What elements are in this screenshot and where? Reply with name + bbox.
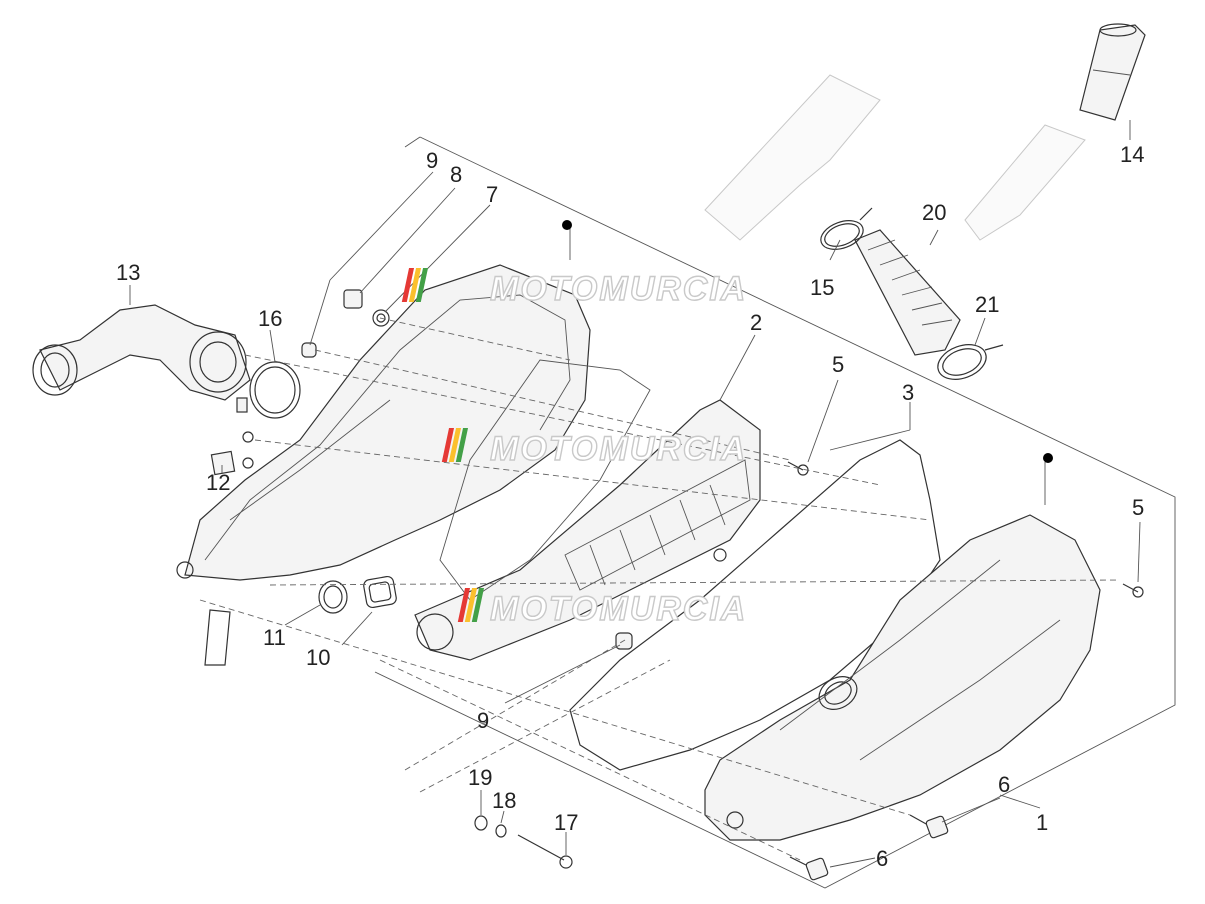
reference-dot-a [562, 220, 572, 230]
part-7-spring-clip[interactable] [372, 309, 390, 327]
part-5-screw-b[interactable] [1122, 583, 1144, 598]
watermark-1: MOTOMURCIA [401, 268, 747, 309]
watermark-text-2: MOTOMURCIA [490, 430, 747, 468]
label-6b: 6 [876, 846, 888, 871]
part-12-clip-nut[interactable] [210, 431, 254, 476]
part-1-airbox-cover[interactable] [704, 514, 1101, 841]
label-12: 12 [206, 470, 230, 495]
part-17-long-bolt[interactable] [517, 834, 573, 869]
label-14: 14 [1120, 142, 1144, 167]
label-9a: 9 [426, 148, 438, 173]
label-21: 21 [975, 292, 999, 317]
phantom-intake-duct [704, 74, 1086, 241]
label-7: 7 [486, 182, 498, 207]
label-3: 3 [902, 380, 914, 405]
part-19-washer[interactable] [474, 815, 488, 831]
label-20: 20 [922, 200, 946, 225]
label-1: 1 [1036, 810, 1048, 835]
part-2-filter-element[interactable] [414, 399, 761, 661]
label-13: 13 [116, 260, 140, 285]
reference-dot-b [1043, 453, 1053, 463]
watermark-text-1: MOTOMURCIA [490, 270, 747, 308]
part-6-knob-screw-a[interactable] [909, 814, 949, 839]
part-10-square-gasket[interactable] [363, 575, 397, 609]
part-20-rubber-bellows[interactable] [854, 229, 961, 356]
part-3-cover-gasket[interactable] [569, 439, 941, 771]
part-8-bushing[interactable] [343, 289, 363, 309]
watermark-text-3: MOTOMURCIA [490, 590, 747, 628]
part-13-intake-hose[interactable] [32, 304, 251, 401]
label-6a: 6 [998, 772, 1010, 797]
watermark-2: MOTOMURCIA [441, 428, 747, 469]
part-14-intake-snorkel[interactable] [1079, 23, 1146, 121]
label-17: 17 [554, 810, 578, 835]
label-18: 18 [492, 788, 516, 813]
part-21-hose-clamp[interactable] [933, 338, 1004, 385]
part-11-o-ring[interactable] [318, 580, 348, 614]
assembly-frame [374, 136, 1176, 889]
part-15-hose-clamp[interactable] [817, 207, 873, 255]
label-10: 10 [306, 645, 330, 670]
part-labels: 1 2 3 5 5 6 6 7 8 9 9 10 11 12 13 14 15 … [116, 142, 1144, 871]
label-19: 19 [468, 765, 492, 790]
part-9-grommet-top[interactable] [301, 342, 317, 358]
part-6-knob-screw-b[interactable] [789, 856, 829, 881]
label-16: 16 [258, 306, 282, 331]
watermark-3: MOTOMURCIA [457, 588, 747, 629]
airbox-housing-main[interactable] [176, 264, 591, 666]
label-9b: 9 [477, 708, 489, 733]
label-8: 8 [450, 162, 462, 187]
label-15: 15 [810, 275, 834, 300]
gasket-filter-seal[interactable] [439, 359, 651, 601]
leader-lines [129, 120, 1141, 868]
alignment-lines [199, 317, 1121, 861]
label-5b: 5 [1132, 495, 1144, 520]
label-11: 11 [263, 625, 286, 650]
part-18-washer[interactable] [495, 824, 507, 838]
label-2: 2 [750, 310, 762, 335]
label-5a: 5 [832, 352, 844, 377]
